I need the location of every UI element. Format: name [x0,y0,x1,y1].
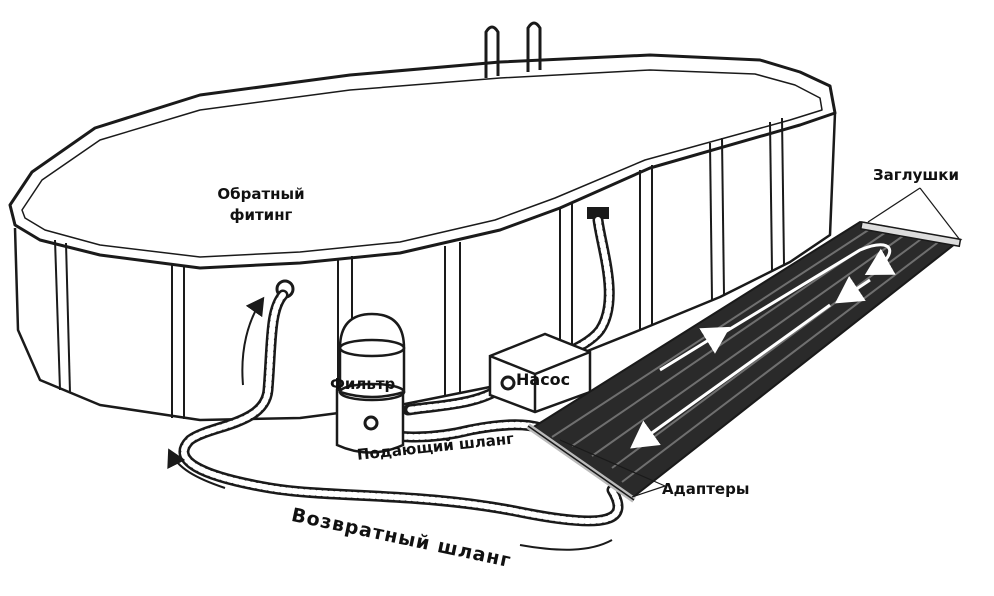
pool-top-rim [8,53,837,270]
solar-panel [526,220,963,503]
return-hose-arrow-left [167,448,226,489]
pump-label: Насос [516,370,571,389]
return-hose-arrow-bottom [519,539,613,551]
return-fitting-label-line1: Обратный [217,185,305,203]
skimmer [587,207,609,219]
return-fitting-arrow [241,296,265,386]
pool-ladder [484,21,542,78]
pool-posts [54,117,785,419]
panel-flow-arrow-4 [630,303,831,449]
return-fitting-label-line2: фитинг [229,206,293,224]
plug-bar [859,221,962,248]
plugs-label: Заглушки [873,166,960,184]
pool [8,21,837,422]
leader-lines [559,187,961,498]
filter [335,312,406,454]
pool-wall-bottom [13,112,837,422]
pool-water-edge [21,69,823,258]
panel-flow-arrow-1 [659,326,731,372]
adapters-label: Адаптеры [662,480,750,498]
return-fitting-label: Обратный фитинг [206,184,316,226]
panel-flow-arrow-3 [835,275,871,304]
panel-flow-arrow-2 [719,243,896,337]
filter-label: Фильтр [330,375,396,393]
